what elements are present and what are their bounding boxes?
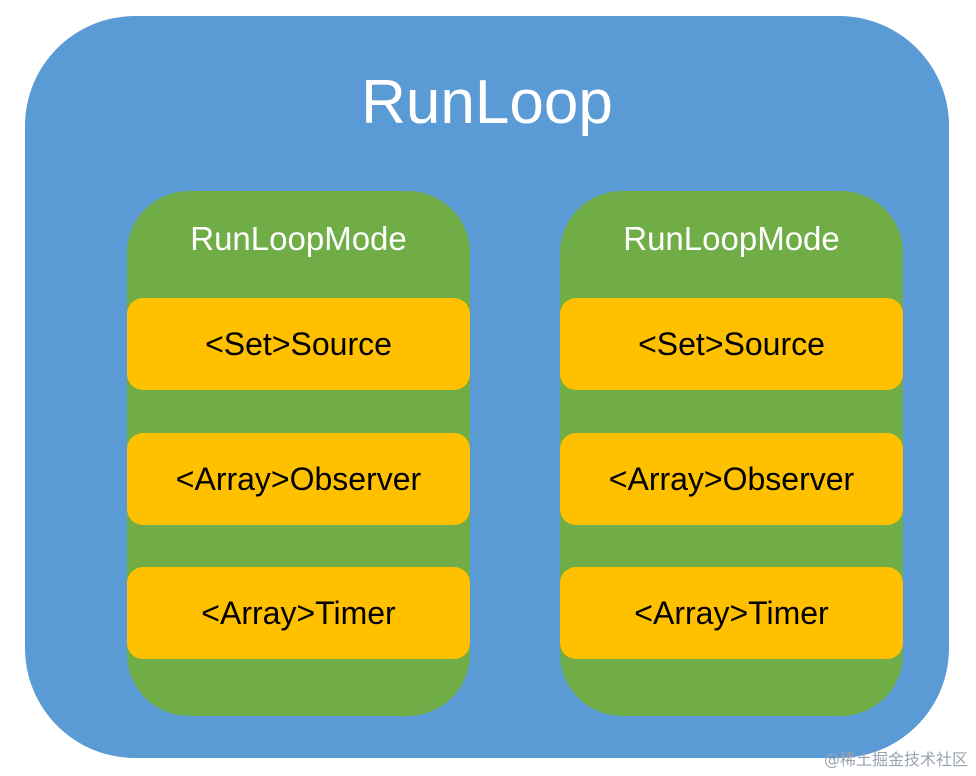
mode-item-source: <Set>Source <box>560 298 903 390</box>
runloop-container: RunLoop RunLoopMode <Set>Source <Array>O… <box>25 16 949 758</box>
runloop-mode-1: RunLoopMode <Set>Source <Array>Observer … <box>127 191 470 716</box>
runloop-mode-2: RunLoopMode <Set>Source <Array>Observer … <box>560 191 903 716</box>
runloop-mode-title: RunLoopMode <box>190 220 407 257</box>
mode-item-observer: <Array>Observer <box>560 433 903 525</box>
watermark: @稀土掘金技术社区 <box>823 750 968 769</box>
mode-item-observer: <Array>Observer <box>127 433 470 525</box>
mode-item-source: <Set>Source <box>127 298 470 390</box>
runloop-title: RunLoop <box>361 68 613 137</box>
mode-item-timer: <Array>Timer <box>127 567 470 659</box>
mode-item-timer: <Array>Timer <box>560 567 903 659</box>
runloop-mode-title: RunLoopMode <box>623 220 840 257</box>
